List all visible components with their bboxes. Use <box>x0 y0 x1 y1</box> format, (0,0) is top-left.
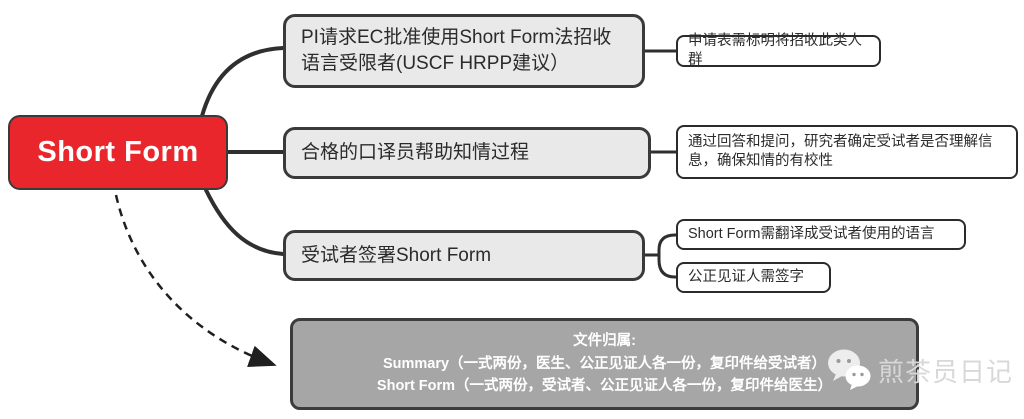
root-node-label: Short Form <box>37 136 199 168</box>
branch-node-interpreter: 合格的口译员帮助知情过程 <box>283 127 651 179</box>
leaf-node-label: 公正见证人需签字 <box>688 269 804 286</box>
leaf-node-witness-sign: 公正见证人需签字 <box>676 262 831 293</box>
note-box-document-ownership: 文件归属: Summary（一式两份，医生、公正见证人各一份，复印件给受试者） … <box>290 318 919 410</box>
leaf-node-label: 通过回答和提问，研究者确定受试者是否理解信息，确保知情的有校性 <box>688 134 993 169</box>
leaf-node-translation: Short Form需翻译成受试者使用的语言 <box>676 219 966 250</box>
note-title: 文件归属: <box>573 333 636 350</box>
leaf-node-label: 申请表需标明将招收此类人群 <box>688 33 862 68</box>
connector-branch3-leaves <box>643 233 678 279</box>
note-line-short-form: Short Form（一式两份，受试者、公正见证人各一份，复印件给医生） <box>376 378 833 395</box>
connector-root-branch1 <box>200 46 285 118</box>
branch-node-label: 合格的口译员帮助知情过程 <box>301 142 530 164</box>
root-node-short-form: Short Form <box>8 115 228 190</box>
leaf-node-qa-verification: 通过回答和提问，研究者确定受试者是否理解信息，确保知情的有校性 <box>676 125 1018 179</box>
branch-node-pi-request: PI请求EC批准使用Short Form法招收语言受限者(USCF HRPP建议… <box>283 14 645 88</box>
leaf-node-application-form: 申请表需标明将招收此类人群 <box>676 33 881 68</box>
leaf-node-label: Short Form需翻译成受试者使用的语言 <box>688 226 935 243</box>
branch-node-subject-sign: 受试者签署Short Form <box>283 230 645 281</box>
connector-root-branch3 <box>204 188 285 256</box>
note-line-summary: Summary（一式两份，医生、公正见证人各一份，复印件给受试者） <box>382 355 827 372</box>
connector-root-note-dashed <box>114 194 277 367</box>
branch-node-label: PI请求EC批准使用Short Form法招收语言受限者(USCF HRPP建议… <box>301 27 612 74</box>
branch-node-label: 受试者签署Short Form <box>301 244 492 266</box>
